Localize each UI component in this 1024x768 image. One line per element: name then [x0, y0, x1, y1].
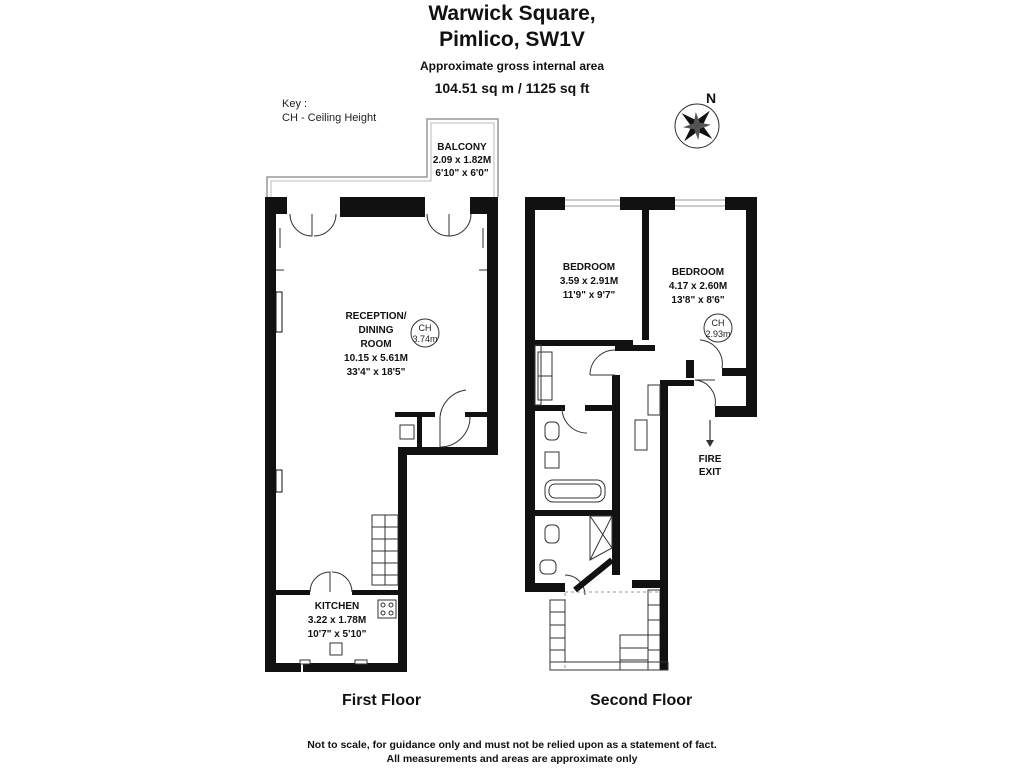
- reception-label: RECEPTION/ DINING ROOM 10.15 x 5.61M 33'…: [344, 311, 408, 378]
- basin-icon: [544, 451, 560, 469]
- total-area: 104.51 sq m / 1125 sq ft: [434, 80, 590, 96]
- bedroom-2-label: BEDROOM 4.17 x 2.60M 13'8" x 8'6": [669, 267, 727, 306]
- svg-text:BEDROOM: BEDROOM: [563, 262, 615, 273]
- first-floor-east-wall: [487, 197, 498, 454]
- fire-exit-label-1: FIRE: [699, 454, 722, 465]
- svg-text:4.17 x 2.60M: 4.17 x 2.60M: [669, 281, 727, 292]
- subtitle: Approximate gross internal area: [419, 59, 605, 73]
- compass-icon: [674, 103, 720, 149]
- key-label: Key :: [282, 98, 308, 110]
- svg-text:3.59 x 2.91M: 3.59 x 2.91M: [560, 276, 618, 287]
- second-floor-west-wall: [525, 197, 535, 592]
- svg-text:KITCHEN: KITCHEN: [315, 601, 359, 612]
- svg-text:ROOM: ROOM: [360, 339, 391, 350]
- second-floor-plan: [525, 197, 757, 671]
- balcony-outline: [266, 118, 499, 197]
- svg-text:13'8" x 8'6": 13'8" x 8'6": [671, 295, 724, 306]
- disclaimer-line-2: All measurements and areas are approxima…: [386, 753, 638, 765]
- second-floor-landing: [564, 591, 661, 671]
- disclaimer-line-1: Not to scale, for guidance only and must…: [307, 739, 717, 751]
- bath-icon: [544, 479, 606, 503]
- svg-text:2.09 x 1.82M: 2.09 x 1.82M: [433, 155, 491, 166]
- reception-ch-label: CH: [419, 323, 432, 333]
- svg-text:DINING: DINING: [359, 325, 394, 336]
- bedroom-ch-label: CH: [712, 318, 725, 328]
- svg-text:BALCONY: BALCONY: [437, 142, 487, 153]
- fire-exit-label-2: EXIT: [699, 467, 721, 478]
- title-line-1: Warwick Square,: [428, 2, 596, 25]
- balcony-label: BALCONY 2.09 x 1.82M 6'10" x 6'0": [433, 142, 491, 179]
- toilet-icon: [544, 421, 560, 441]
- svg-text:BEDROOM: BEDROOM: [672, 267, 724, 278]
- svg-text:3.22 x 1.78M: 3.22 x 1.78M: [308, 615, 366, 626]
- first-floor-label: First Floor: [342, 692, 422, 709]
- svg-text:11'9" x 9'7": 11'9" x 9'7": [563, 290, 616, 301]
- first-floor-plan: [265, 118, 499, 672]
- svg-text:RECEPTION/: RECEPTION/: [345, 311, 406, 322]
- key-ceiling-height: CH - Ceiling Height: [282, 112, 377, 124]
- bedroom-ceiling-height-marker: [703, 313, 733, 343]
- second-floor-label: Second Floor: [590, 692, 693, 709]
- svg-text:10'7" x 5'10": 10'7" x 5'10": [308, 629, 367, 640]
- sink-icon: [329, 642, 343, 656]
- compass-north-label: N: [706, 90, 716, 106]
- bedroom-ch-value: 2.93m: [705, 329, 730, 339]
- first-floor-west-wall: [265, 197, 276, 672]
- reception-ceiling-height-marker: [410, 318, 440, 348]
- reception-ch-value: 3.74m: [412, 334, 437, 344]
- title-line-2: Pimlico, SW1V: [439, 28, 585, 51]
- hob-icon: [377, 599, 397, 619]
- bedroom-1-label: BEDROOM 3.59 x 2.91M 11'9" x 9'7": [560, 262, 618, 301]
- svg-text:33'4" x 18'5": 33'4" x 18'5": [347, 367, 406, 378]
- svg-text:10.15 x 5.61M: 10.15 x 5.61M: [344, 353, 408, 364]
- kitchen-label: KITCHEN 3.22 x 1.78M 10'7" x 5'10": [308, 601, 367, 640]
- svg-text:6'10" x 6'0": 6'10" x 6'0": [435, 168, 488, 179]
